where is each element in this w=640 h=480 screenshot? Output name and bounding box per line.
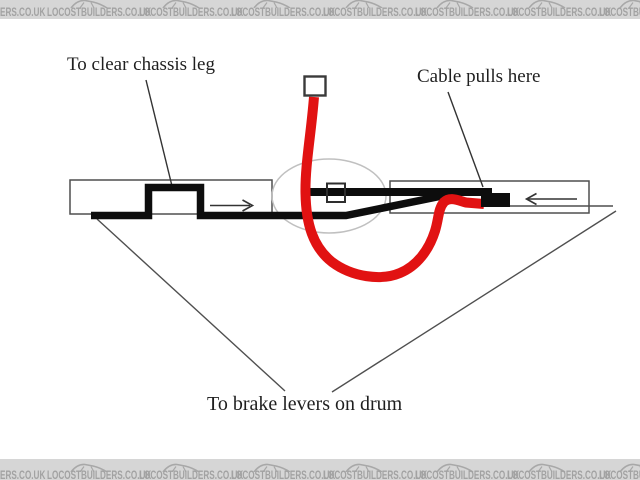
car-logo-icon [527, 459, 566, 473]
car-logo-icon [344, 0, 383, 9]
car-logo-icon [70, 459, 108, 473]
watermark-text: LOCOSTBUILDERS.CO.UK [231, 5, 336, 19]
car-logo-icon [619, 0, 640, 9]
direction-arrow-right [210, 199, 255, 212]
watermark-text-partial: ERS.CO.UK [0, 5, 46, 19]
car-logo-icon [161, 0, 200, 9]
watermark-text: LOCOSTBUILDERS.CO.UK [507, 468, 612, 480]
trunnion-square [326, 182, 346, 203]
label-to-brake-levers-on-drum: To brake levers on drum [207, 393, 403, 415]
car-logo-icon [527, 0, 566, 9]
watermark-text: LOCOSTBUILDERS.CO.UK [139, 5, 244, 19]
watermark-text: LOCOSTBUILDERS.CO.UK [599, 468, 640, 480]
watermark-text: LOCOSTBUILDERS.CO.UK [323, 5, 428, 19]
car-logo-icon [436, 0, 474, 9]
v-line-right [331, 210, 617, 393]
car-logo-icon [253, 0, 291, 9]
chassis-rail-right [389, 180, 590, 214]
watermark-text: LOCOSTBUILDERS.CO.UK [507, 5, 612, 19]
watermark-text: LOCOSTBUILDERS.CO.UK [231, 468, 336, 480]
watermark-text: LOCOSTBUILDERS.CO.UK [139, 468, 244, 480]
direction-arrow-left [524, 192, 577, 206]
car-logo-icon [70, 0, 108, 9]
label-to-clear-chassis-leg: To clear chassis leg [67, 54, 215, 75]
car-logo-icon [619, 459, 640, 473]
v-line-left [96, 218, 286, 392]
watermark-text: LOCOSTBUILDERS.CO.UK [599, 5, 640, 19]
leader-line-cable [447, 91, 484, 188]
label-cable-pulls-here: Cable pulls here [417, 66, 541, 87]
car-logo-icon [253, 459, 291, 473]
watermark-text: LOCOSTBUILDERS.CO.UK [415, 468, 520, 480]
watermark-text: LOCOSTBUILDERS.CO.UK [47, 5, 152, 19]
watermark-text: LOCOSTBUILDERS.CO.UK [415, 5, 520, 19]
car-logo-icon [344, 459, 383, 473]
new-cable-route-red [300, 96, 485, 283]
handbrake-rod [91, 183, 460, 220]
leader-line-chassis [145, 79, 173, 187]
car-logo-icon [161, 459, 200, 473]
watermark-text-partial: ERS.CO.UK [0, 468, 46, 480]
car-logo-icon [436, 459, 474, 473]
watermark-text: LOCOSTBUILDERS.CO.UK [47, 468, 152, 480]
cable-anchor-block [481, 193, 510, 207]
cable-end-fitting-square [303, 75, 327, 97]
watermark-text: LOCOSTBUILDERS.CO.UK [323, 468, 428, 480]
